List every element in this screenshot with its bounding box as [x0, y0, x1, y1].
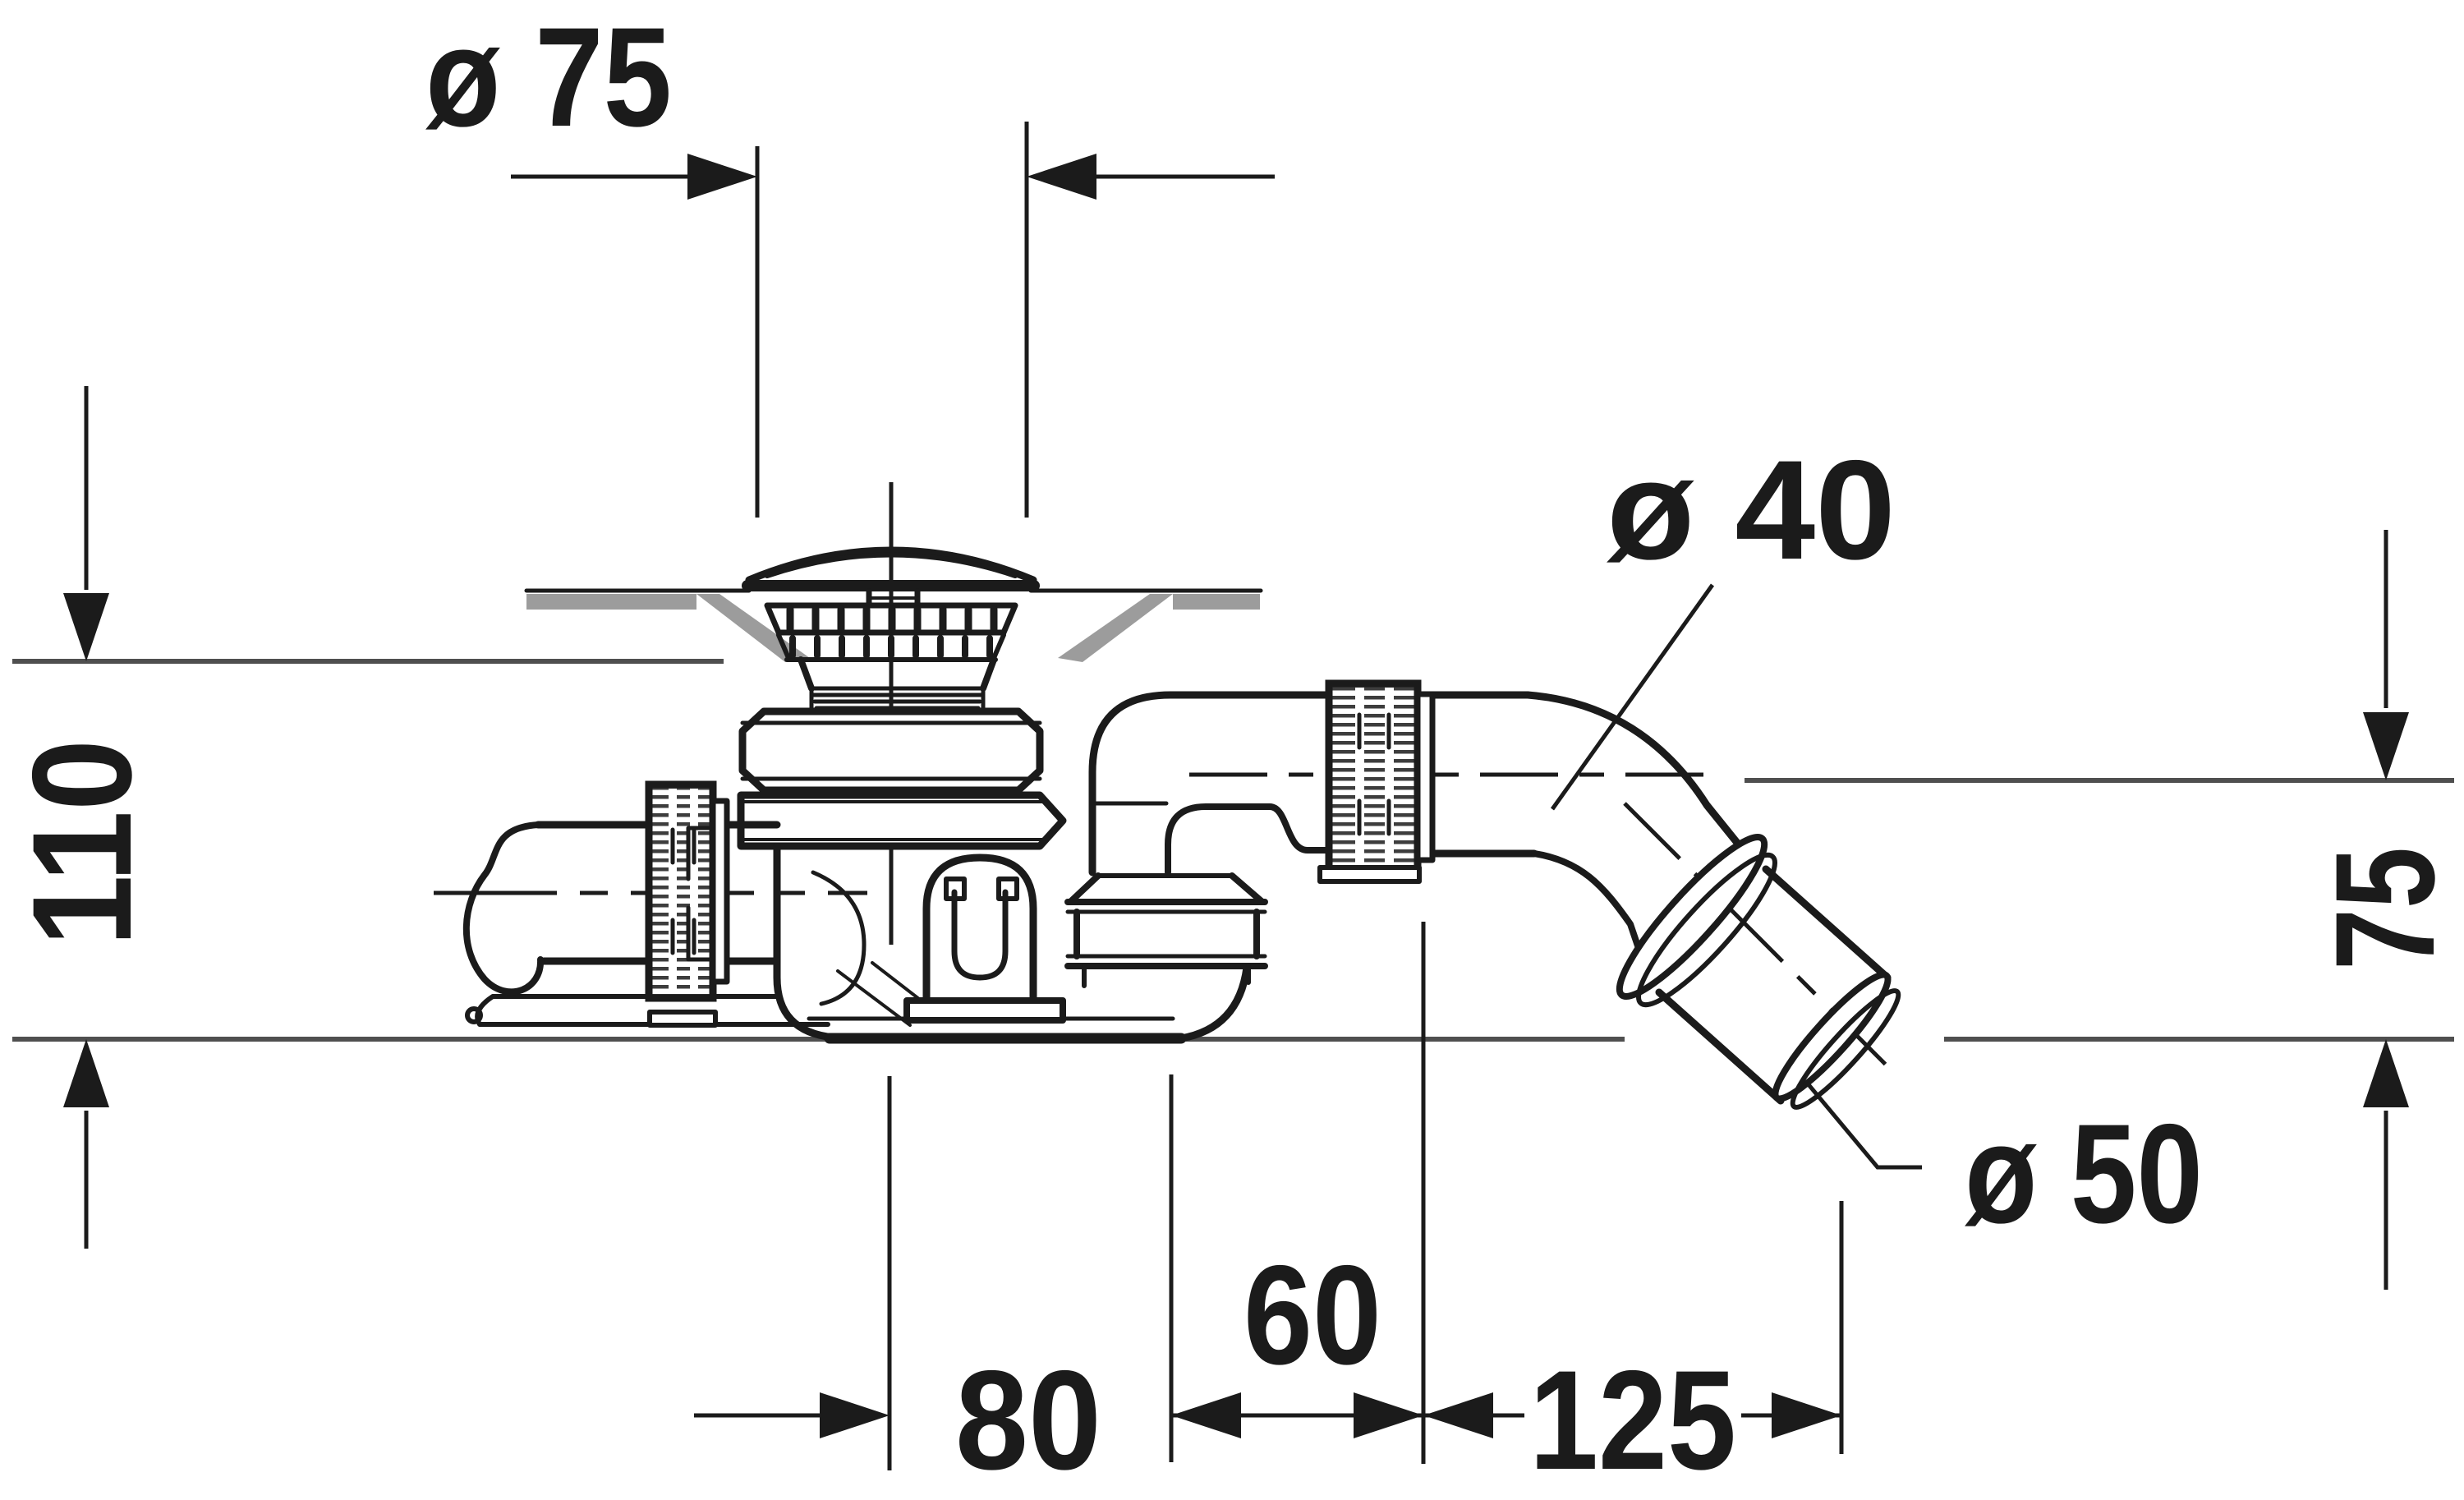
elbow-nut-tab: [1317, 865, 1422, 884]
bend-outer: [1524, 691, 1752, 860]
inlet-nut-ticks: [670, 827, 696, 955]
body-flange-band: [737, 791, 1067, 850]
dia50-leader: [1805, 1081, 1922, 1170]
inlet-union-nut: [645, 780, 717, 1002]
outlet-ring-inner: [1636, 852, 1777, 1008]
cap-dome-inner: [765, 552, 1018, 578]
dim60-arrow-right: [1354, 1392, 1423, 1438]
dim-label-offset-60: 60: [1243, 1236, 1381, 1394]
dim75r-arrow-top: [2363, 712, 2409, 780]
inlet-pipe-walls: [534, 821, 781, 965]
cleanout-u-channel: [951, 889, 1009, 981]
elbow-nut-ticks: [1357, 712, 1391, 836]
elbow-union-nut: [1325, 679, 1422, 873]
outlet-end-face: [1772, 971, 1892, 1102]
dim110-arrow-bottom: [63, 1039, 109, 1107]
dim-label-build-in-height: 110: [3, 739, 161, 946]
elbow-nut-seam-2: [1385, 688, 1394, 865]
riser-outer: [1088, 691, 1532, 877]
skirt-stubs: [1082, 964, 1251, 988]
inlet-nut-seam-2: [690, 789, 698, 994]
body-flange-lines: [739, 800, 1046, 841]
outlet-ring-outer: [1616, 834, 1768, 1000]
riser-inner: [1165, 803, 1332, 876]
dia40-leader: [1550, 583, 1715, 811]
inlet-pipe-break-curl: [462, 821, 545, 996]
dim110-arrow-top: [63, 593, 109, 661]
strainer-row2-slots: [789, 635, 993, 659]
dim-label-offset-125: 125: [1529, 1341, 1736, 1499]
dim-label-outlet-drop: 75: [2306, 847, 2464, 970]
tray-funnel-right: [1058, 594, 1173, 662]
dim-label-cap-diameter: ø 75: [425, 0, 672, 156]
inlet-pipe: [462, 780, 781, 1028]
cleanout-base: [903, 997, 1066, 1024]
dim125-arrow-right: [1772, 1392, 1841, 1438]
strainer-row1-frame: [764, 602, 1018, 636]
outlet-end-lip: [1790, 988, 1901, 1110]
dim60-arrow-left: [1171, 1392, 1241, 1438]
inlet-nut-lip: [710, 798, 730, 985]
inlet-pipe-end-bracket: [686, 826, 714, 962]
strainer-row1-slots: [786, 605, 998, 633]
skirt-bands: [1064, 872, 1268, 969]
dim125-text-mask: [1524, 1357, 1741, 1480]
bend-inner: [1531, 850, 1648, 969]
tray-surface-right: [1173, 594, 1260, 610]
dim125-arrow-left: [1423, 1392, 1493, 1438]
dim75r-arrow-bottom: [2363, 1039, 2409, 1107]
dim-label-pipe-diameter: ø 40: [1607, 431, 1896, 589]
dim-label-outlet-diameter: ø 50: [1965, 1095, 2203, 1253]
body-bowl-lines: [740, 720, 1042, 781]
dim80-arrow: [820, 1392, 890, 1438]
dim75-arrow-left: [687, 154, 757, 200]
neck: [798, 656, 997, 692]
tray-surface-left: [526, 594, 696, 610]
dim-cap-diameter: ø 75: [425, 0, 1275, 518]
dim-build-in-height: 110: [3, 386, 161, 1249]
inlet-pipe-break-dot: [465, 1006, 483, 1024]
dim-pipe-diameter: ø 40: [1550, 431, 1896, 811]
dim75-arrow-right: [1027, 154, 1096, 200]
elbow-nut-lip: [1414, 691, 1436, 863]
reference-lines: [12, 659, 2454, 1042]
cup-left-wall: [773, 842, 838, 1042]
cap-dome-outer: [745, 546, 1037, 584]
elbow-nut-seam-1: [1355, 688, 1364, 865]
bottom-extension-lines: [887, 922, 1844, 1470]
outlet-elbow: [1064, 679, 1901, 1110]
cup-seal-curve: [811, 870, 867, 1006]
inlet-nut-seam-1: [669, 789, 677, 994]
dim-outlet-diameter: ø 50: [1805, 1081, 2203, 1253]
dim75-extension-lines: [755, 122, 1029, 518]
drain-fitting: [475, 546, 1251, 1044]
body-bowl: [738, 707, 1044, 794]
dim-label-offset-80: 80: [955, 1341, 1101, 1499]
strainer-row2-frame: [776, 633, 1006, 662]
cup-right-rise: [1177, 964, 1251, 1042]
outlet-sleeve-walls: [1655, 865, 1892, 1105]
dim-bottom-row: 80 60 125: [694, 922, 1844, 1499]
skirt-band-lines: [1065, 909, 1267, 959]
inlet-nut-tab: [647, 1010, 718, 1028]
dim-outlet-drop: 75: [2306, 530, 2464, 1290]
